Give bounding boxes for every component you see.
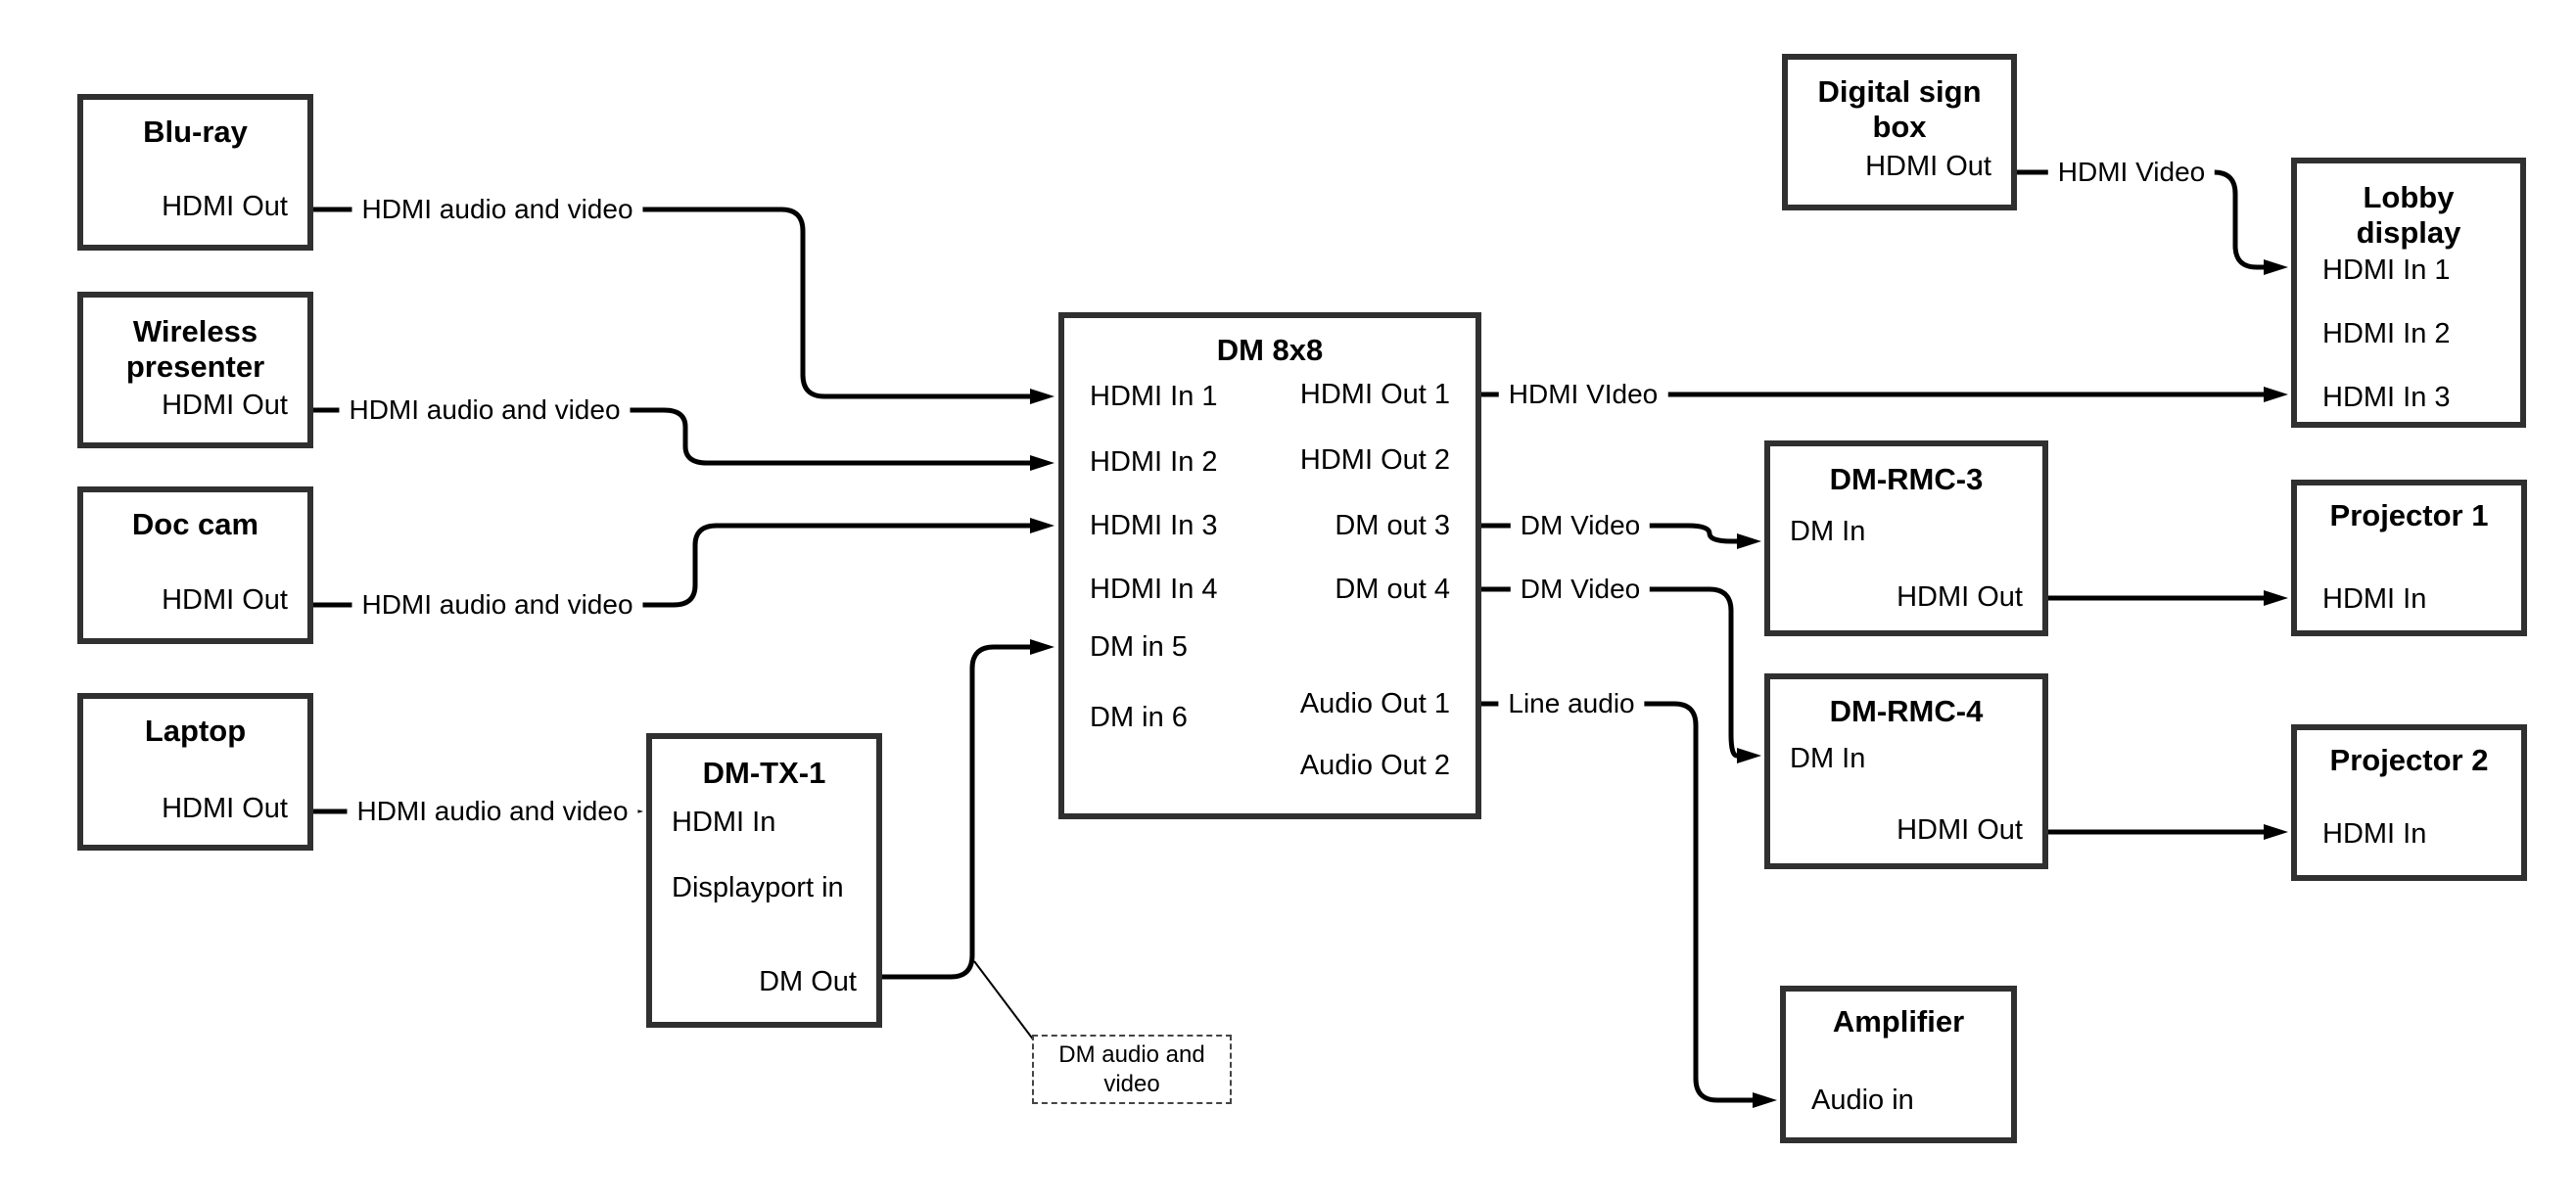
node-blu-ray-title: Blu-ray xyxy=(143,115,248,149)
wire-label-hdmi-out-1: HDMI VIdeo xyxy=(1498,378,1668,411)
port-dm8x8-hdmi-in-3: HDMI In 3 xyxy=(1090,510,1218,541)
port-rmc4-dm-in: DM In xyxy=(1790,743,1866,774)
wire-signbox-to-lobby-in-1 xyxy=(2017,169,2288,275)
node-digital-sign-box: Digital sign box HDMI Out xyxy=(1782,54,2017,210)
wire-doccam-to-hdmi-in-3 xyxy=(313,517,1054,608)
callout-text-line2: video xyxy=(1103,1071,1160,1097)
wire-dmtx1-to-dm-in-5 xyxy=(882,638,1054,980)
node-doc-cam: Doc cam HDMI Out xyxy=(77,486,313,644)
node-lobby-display: Lobby display HDMI In 1 HDMI In 2 HDMI I… xyxy=(2291,158,2526,428)
node-laptop-title: Laptop xyxy=(144,714,247,748)
node-wireless-presenter: Wireless presenter HDMI Out xyxy=(77,292,313,448)
wire-dm-out-4-to-rmc4 xyxy=(1481,586,1761,763)
wire-dm-out-3-to-rmc3 xyxy=(1481,523,1761,549)
port-proj2-hdmi-in: HDMI In xyxy=(2322,818,2427,850)
port-amp-audio-in: Audio in xyxy=(1811,1085,1914,1116)
port-dmtx1-displayport-in: Displayport in xyxy=(672,872,844,903)
node-projector-1: Projector 1 HDMI In xyxy=(2291,480,2527,636)
node-dm-rmc-4: DM-RMC-4 DM In HDMI Out xyxy=(1764,673,2048,869)
port-dm8x8-audio-out-1: Audio Out 1 xyxy=(1299,688,1450,719)
wire-wireless-to-hdmi-in-2 xyxy=(313,407,1054,471)
node-signbox-title-line1: Digital sign xyxy=(1817,74,1982,109)
node-signbox-title-line2: box xyxy=(1872,110,1927,144)
port-signbox-hdmi-out: HDMI Out xyxy=(1865,151,1991,182)
node-lobby-title-line2: display xyxy=(2356,215,2461,250)
port-dm8x8-hdmi-in-1: HDMI In 1 xyxy=(1090,381,1218,412)
wire-label-bluray: HDMI audio and video xyxy=(351,193,643,226)
port-bluray-hdmi-out: HDMI Out xyxy=(162,191,288,222)
node-proj2-title: Projector 2 xyxy=(2329,743,2489,777)
port-proj1-hdmi-in: HDMI In xyxy=(2322,583,2427,615)
port-rmc3-dm-in: DM In xyxy=(1790,516,1866,547)
wire-label-dm-out-4: DM Video xyxy=(1510,573,1651,606)
port-dm8x8-hdmi-in-2: HDMI In 2 xyxy=(1090,446,1218,478)
port-doccam-hdmi-out: HDMI Out xyxy=(162,584,288,616)
node-dm-8x8-title: DM 8x8 xyxy=(1216,333,1324,367)
wire-label-doccam: HDMI audio and video xyxy=(351,588,643,622)
port-dmtx1-dm-out: DM Out xyxy=(759,966,857,997)
wire-bluray-to-hdmi-in-1 xyxy=(313,207,1054,404)
port-dm8x8-dm-in-6: DM in 6 xyxy=(1090,702,1188,733)
node-amp-title: Amplifier xyxy=(1832,1004,1965,1039)
callout-text-line1: DM audio and xyxy=(1058,1041,1205,1068)
port-dm8x8-hdmi-in-4: HDMI In 4 xyxy=(1090,574,1218,605)
port-wireless-hdmi-out: HDMI Out xyxy=(162,390,288,421)
port-dm8x8-dm-out-4: DM out 4 xyxy=(1335,574,1450,605)
port-dm8x8-hdmi-out-2: HDMI Out 2 xyxy=(1299,444,1450,476)
node-wireless-title-line1: Wireless xyxy=(132,314,258,348)
callout-dm-audio-and-video: DM audio and video xyxy=(1032,1035,1232,1104)
port-lobby-hdmi-in-3: HDMI In 3 xyxy=(2322,382,2451,413)
node-dm-tx-1-title: DM-TX-1 xyxy=(702,756,826,790)
port-rmc3-hdmi-out: HDMI Out xyxy=(1897,581,2023,613)
port-dm8x8-dm-in-5: DM in 5 xyxy=(1090,631,1188,663)
node-doc-cam-title: Doc cam xyxy=(131,507,259,541)
node-rmc3-title: DM-RMC-3 xyxy=(1829,462,1984,496)
wire-label-signbox: HDMI Video xyxy=(2047,156,2216,189)
node-proj1-title: Projector 1 xyxy=(2329,498,2489,532)
node-projector-2: Projector 2 HDMI In xyxy=(2291,724,2527,881)
node-lobby-title-line1: Lobby xyxy=(2363,180,2455,214)
wire-audio-out-1-to-amplifier xyxy=(1481,701,1777,1108)
port-dm8x8-audio-out-2: Audio Out 2 xyxy=(1299,750,1450,781)
node-dm-8x8: DM 8x8 HDMI In 1 HDMI In 2 HDMI In 3 HDM… xyxy=(1058,312,1481,819)
port-lobby-hdmi-in-2: HDMI In 2 xyxy=(2322,318,2451,349)
callout-leader-line xyxy=(973,960,1035,1041)
port-dmtx1-hdmi-in: HDMI In xyxy=(672,807,776,838)
wire-label-laptop: HDMI audio and video xyxy=(347,795,638,828)
node-rmc4-title: DM-RMC-4 xyxy=(1829,694,1984,728)
node-dm-rmc-3: DM-RMC-3 DM In HDMI Out xyxy=(1764,440,2048,636)
port-dm8x8-dm-out-3: DM out 3 xyxy=(1335,510,1450,541)
wire-label-wireless: HDMI audio and video xyxy=(339,393,631,427)
port-rmc4-hdmi-out: HDMI Out xyxy=(1897,814,2023,846)
port-dm8x8-hdmi-out-1: HDMI Out 1 xyxy=(1299,379,1450,410)
port-lobby-hdmi-in-1: HDMI In 1 xyxy=(2322,254,2451,286)
wire-label-dm-out-3: DM Video xyxy=(1510,509,1651,542)
node-amplifier: Amplifier Audio in xyxy=(1780,986,2017,1143)
port-laptop-hdmi-out: HDMI Out xyxy=(162,793,288,824)
node-laptop: Laptop HDMI Out xyxy=(77,693,313,851)
wire-label-audio-out-1: Line audio xyxy=(1498,687,1645,720)
node-dm-tx-1: DM-TX-1 HDMI In Displayport in DM Out xyxy=(646,733,882,1028)
node-blu-ray: Blu-ray HDMI Out xyxy=(77,94,313,251)
node-wireless-title-line2: presenter xyxy=(125,349,265,384)
